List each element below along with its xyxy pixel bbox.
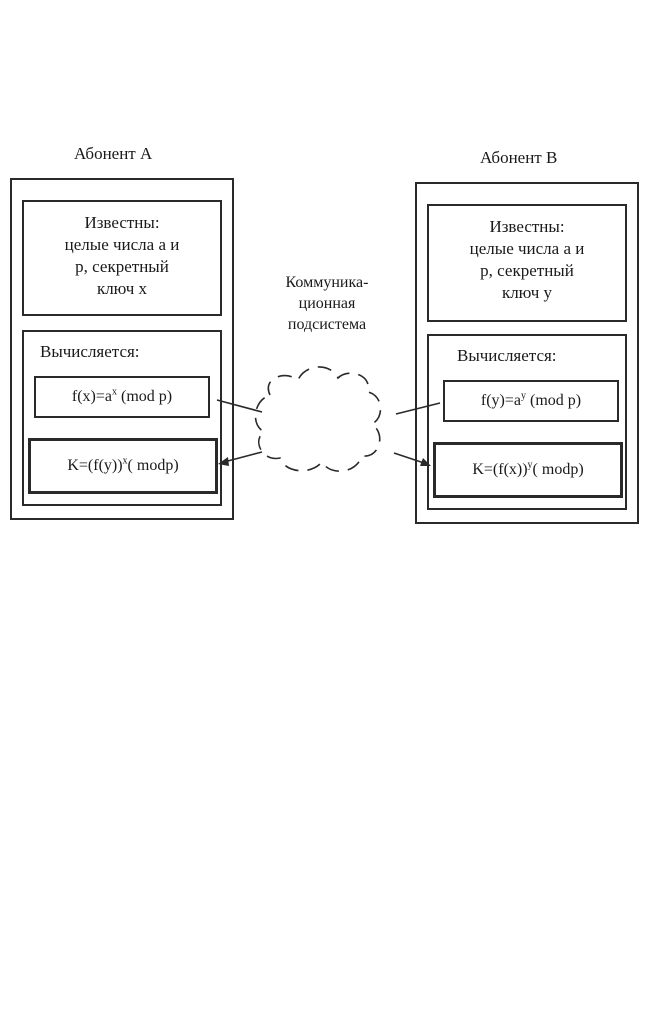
subscriber-b-f-box: f(y)=ay (mod p) [443, 380, 619, 422]
subscriber-b-k-box: K=(f(x))y( modp) [433, 442, 623, 498]
known-line: целые числа а и [429, 238, 625, 260]
subscriber-a-k-box: K=(f(y))x( modp) [28, 438, 218, 494]
known-line: ключ у [429, 282, 625, 304]
cloud-icon [255, 367, 380, 471]
known-line: р, секретный [24, 256, 220, 278]
subscriber-b-f-formula: f(y)=ay (mod p) [445, 392, 617, 410]
subscriber-a-k-formula: K=(f(y))x( modp) [31, 457, 215, 475]
network-label: Коммуника- ционная подсистема [262, 272, 392, 335]
subscriber-b-compute-box: Вычисляется: f(y)=ay (mod p) K=(f(x))y( … [427, 334, 627, 510]
subscriber-b-compute-label: Вычисляется: [457, 346, 557, 366]
known-line: Известны: [24, 212, 220, 234]
subscriber-a-panel: Известны: целые числа а и р, секретный к… [10, 178, 234, 520]
subscriber-a-known-text: Известны: целые числа а и р, секретный к… [24, 212, 220, 300]
subscriber-b-k-formula: K=(f(x))y( modp) [436, 461, 620, 479]
subscriber-b-known-box: Известны: целые числа а и р, секретный к… [427, 204, 627, 322]
subscriber-b-known-text: Известны: целые числа а и р, секретный к… [429, 216, 625, 304]
subscriber-a-known-box: Известны: целые числа а и р, секретный к… [22, 200, 222, 316]
subscriber-a-f-formula: f(x)=ax (mod p) [36, 388, 208, 406]
known-line: р, секретный [429, 260, 625, 282]
subscriber-a-compute-box: Вычисляется: f(x)=ax (mod p) K=(f(y))x( … [22, 330, 222, 506]
subscriber-a-f-box: f(x)=ax (mod p) [34, 376, 210, 418]
known-line: ключ х [24, 278, 220, 300]
subscriber-a-title: Абонент А [74, 144, 152, 164]
subscriber-b-title: Абонент В [480, 148, 557, 168]
known-line: Известны: [429, 216, 625, 238]
subscriber-b-panel: Известны: целые числа а и р, секретный к… [415, 182, 639, 524]
known-line: целые числа а и [24, 234, 220, 256]
subscriber-a-compute-label: Вычисляется: [40, 342, 140, 362]
